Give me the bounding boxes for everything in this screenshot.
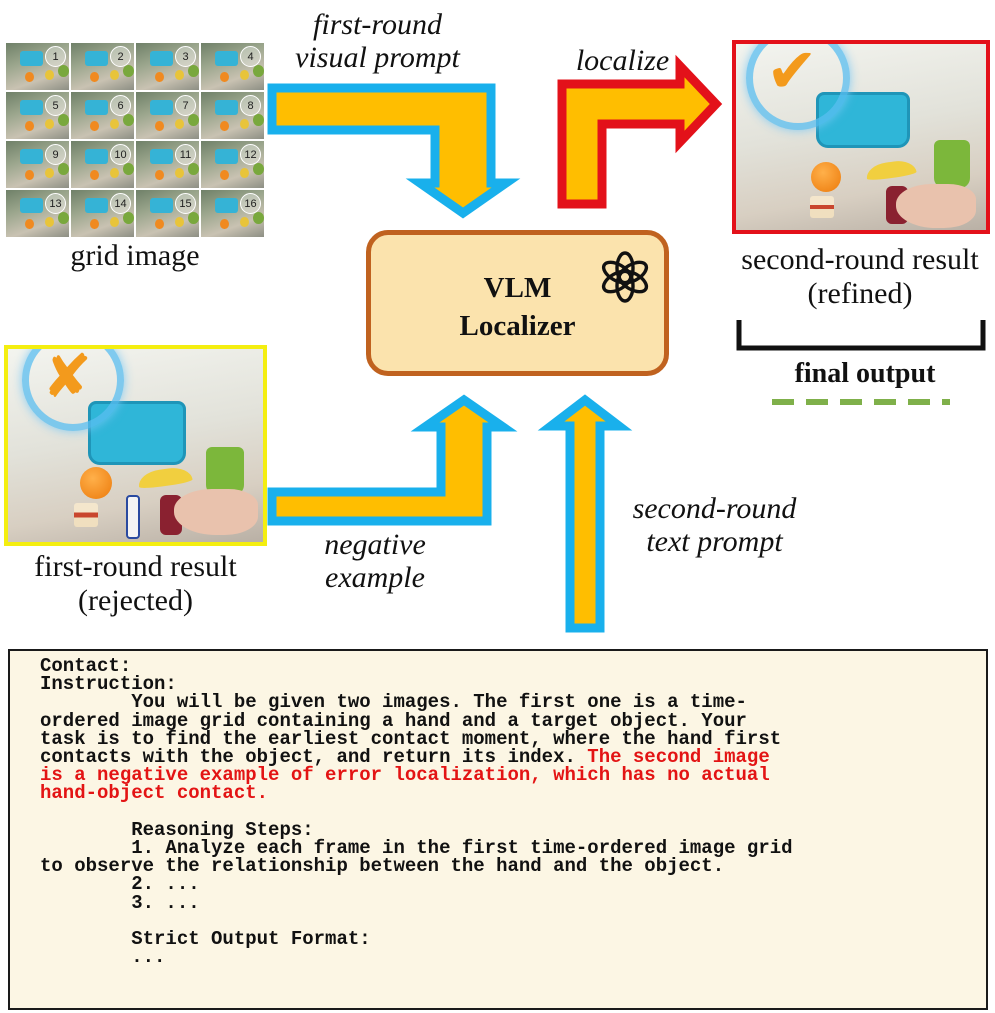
first-round-caption-line2: (rejected) — [78, 584, 193, 617]
second-round-caption: second-round result (refined) — [725, 243, 995, 311]
grid-cell-index: 10 — [110, 144, 131, 165]
grid-cell-index: 16 — [240, 193, 261, 214]
grid-cell-index: 11 — [175, 144, 196, 165]
prompt-line: Reasoning Steps: — [40, 818, 314, 841]
grid-cell: 13 — [6, 190, 69, 237]
arrow-localize — [557, 54, 723, 209]
arrow-negative-example — [267, 394, 518, 526]
vlm-title-line1: VLM — [483, 272, 552, 304]
grid-cell-index: 6 — [110, 95, 131, 116]
grid-image: 1 2 3 4 5 6 7 8 9 10 11 12 13 14 15 16 — [6, 43, 264, 237]
text-prompt-label-line2: text prompt — [646, 525, 783, 558]
grid-cell-index: 7 — [175, 95, 196, 116]
vlm-title-line2: Localizer — [459, 310, 576, 342]
localize-label: localize — [575, 44, 670, 77]
visual-prompt-label: first-round visual prompt — [270, 8, 485, 74]
prompt-highlight: hand-object contact. — [40, 782, 269, 805]
grid-cell-index: 3 — [175, 46, 196, 67]
second-round-caption-line1: second-round result — [741, 243, 979, 276]
prompt-text: Contact:Instruction: You will be given t… — [40, 655, 966, 969]
final-output-bracket — [736, 320, 986, 351]
prompt-line: ordered image grid containing a hand and… — [40, 709, 747, 732]
visual-prompt-label-line1: first-round — [313, 8, 442, 41]
prompt-line: 3. ... — [40, 891, 200, 914]
grid-cell-index: 15 — [175, 193, 196, 214]
grid-cell: 3 — [136, 43, 199, 90]
second-round-result-image: ✔ — [732, 40, 990, 234]
prompt-text-box: Contact:Instruction: You will be given t… — [8, 649, 988, 1010]
text-prompt-label: second-round text prompt — [612, 492, 817, 558]
negative-example-label-line1: negative — [324, 528, 426, 561]
grid-cell-index: 2 — [110, 46, 131, 67]
vlm-localizer-title: VLM Localizer — [371, 269, 664, 345]
grid-cell: 12 — [201, 141, 264, 188]
openai-logo-icon — [601, 251, 649, 303]
grid-cell: 14 — [71, 190, 134, 237]
grid-cell-index: 5 — [45, 95, 66, 116]
arrow-text-prompt — [537, 394, 633, 633]
grid-cell: 7 — [136, 92, 199, 139]
highlight-halo — [746, 44, 850, 130]
grid-cell-index: 12 — [240, 144, 261, 165]
grid-image-caption: grid image — [70, 239, 200, 272]
cross-icon: ✘ — [42, 345, 93, 412]
check-icon: ✔ — [766, 40, 818, 107]
first-round-caption: first-round result (rejected) — [4, 550, 267, 618]
grid-cell-index: 14 — [110, 193, 131, 214]
grid-cell-index: 1 — [45, 46, 66, 67]
arrow-visual-prompt — [267, 83, 521, 219]
grid-cell: 16 — [201, 190, 264, 237]
grid-cell: 4 — [201, 43, 264, 90]
grid-cell: 11 — [136, 141, 199, 188]
final-output-label: final output — [794, 358, 936, 389]
prompt-line: Contact: — [40, 655, 132, 677]
grid-cell-index: 9 — [45, 144, 66, 165]
prompt-line: contacts with the object, and return its… — [40, 746, 966, 769]
prompt-line: Strict Output Format: — [40, 928, 371, 951]
negative-example-label-line2: example — [325, 561, 425, 594]
text-prompt-label-line1: second-round — [632, 492, 797, 525]
grid-cell: 8 — [201, 92, 264, 139]
prompt-line: to observe the relationship between the … — [40, 855, 725, 878]
grid-cell: 10 — [71, 141, 134, 188]
second-round-caption-line2: (refined) — [807, 277, 913, 310]
vlm-localizer-box: VLM Localizer — [366, 230, 669, 376]
first-round-result-image: ✘ — [4, 345, 267, 546]
grid-cell: 9 — [6, 141, 69, 188]
prompt-line-segment: contacts with the object, and return its… — [40, 746, 588, 769]
prompt-line: 2. ... — [40, 873, 200, 896]
grid-cell: 1 — [6, 43, 69, 90]
visual-prompt-label-line2: visual prompt — [295, 41, 460, 74]
prompt-line: 1. Analyze each frame in the first time-… — [40, 837, 793, 860]
prompt-highlight: The second image — [587, 746, 770, 769]
grid-cell: 5 — [6, 92, 69, 139]
grid-cell: 2 — [71, 43, 134, 90]
prompt-line: task is to find the earliest contact mom… — [40, 727, 782, 750]
grid-cell-index: 13 — [45, 193, 66, 214]
first-round-caption-line1: first-round result — [34, 550, 237, 583]
grid-cell: 15 — [136, 190, 199, 237]
prompt-line: ... — [40, 946, 166, 969]
prompt-line: Instruction: — [40, 673, 177, 696]
prompt-highlight: is a negative example of error localizat… — [40, 764, 770, 787]
grid-cell-index: 4 — [240, 46, 261, 67]
grid-cell-index: 8 — [240, 95, 261, 116]
highlight-halo — [22, 349, 124, 431]
prompt-line: You will be given two images. The first … — [40, 691, 747, 714]
grid-cell: 6 — [71, 92, 134, 139]
negative-example-label: negative example — [300, 528, 450, 594]
